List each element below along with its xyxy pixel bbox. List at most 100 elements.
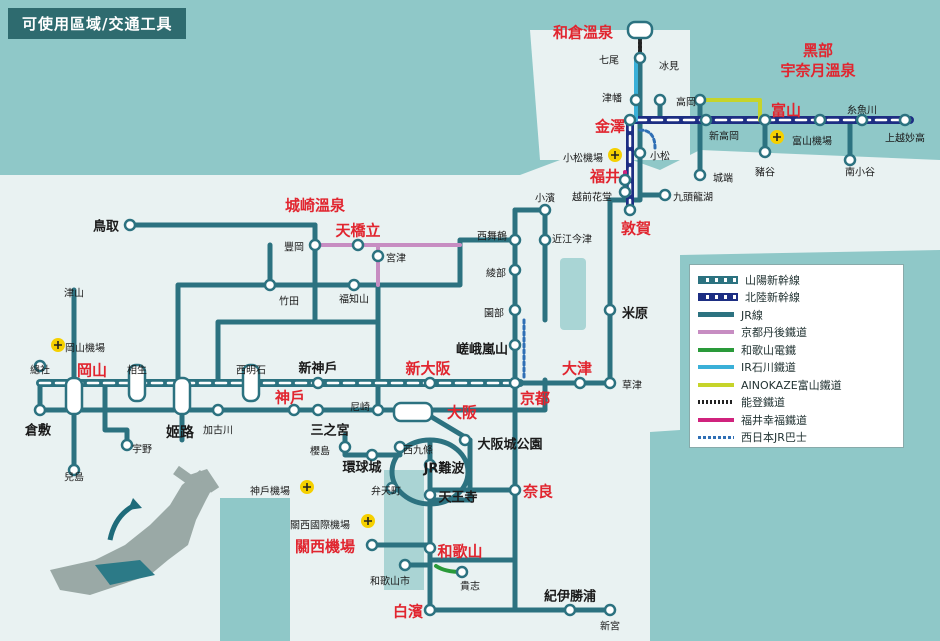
station-marker-toyooka — [308, 238, 322, 252]
station-label-nanao: 七尾 — [599, 55, 619, 67]
station-label-fukuchiyama: 福知山 — [339, 293, 369, 306]
legend-swatch-jr — [698, 312, 734, 318]
station-marker-amagasaki — [371, 403, 385, 417]
station-label-nishiakashi: 西明石 — [236, 365, 266, 377]
station-label-minamiotari: 南小谷 — [845, 166, 875, 179]
legend-item: IR石川鐵道 — [698, 359, 895, 377]
station-label-shingu: 新宮 — [600, 620, 620, 633]
station-label-wakura: 和倉溫泉 — [553, 23, 614, 41]
airport-icon-glyph-okayama — [54, 341, 62, 349]
station-label-kojima: 兒島 — [64, 471, 84, 484]
station-label-sonobe: 園部 — [484, 307, 504, 320]
station-marker-joetsumyoko — [898, 113, 912, 127]
station-marker-okayama — [64, 376, 84, 416]
station-marker-kankyo — [365, 448, 379, 462]
station-label-kanazawa: 金澤 — [594, 117, 625, 135]
legend-item: 北陸新幹線 — [698, 289, 895, 307]
station-marker-osakajo — [458, 433, 472, 447]
legend-swatch-hokuriku — [698, 293, 738, 302]
labels: 和倉溫泉七尾冰見津幡金澤高岡新高岡城端富山富山機場豬谷黑部宇奈月溫泉糸魚川上越妙… — [24, 23, 925, 632]
legend-label: JR線 — [741, 308, 763, 322]
station-label-amagasaki: 尼崎 — [350, 401, 370, 414]
station-marker-tennoji — [423, 488, 437, 502]
station-marker-tottori — [123, 218, 137, 232]
legend-item: 和歌山電鐵 — [698, 341, 895, 359]
station-marker-komatsu — [633, 146, 647, 160]
osaka-loop — [389, 437, 471, 507]
airport-icon-glyph-komatsu — [611, 151, 619, 159]
station-marker-shintakaoka — [699, 113, 713, 127]
station-marker-bentencho — [385, 481, 399, 495]
station-marker-kyoto — [508, 376, 522, 390]
station-label-wakayama: 和歌山 — [437, 542, 482, 560]
ainokaze-line — [703, 98, 762, 122]
station-label-kyoto: 京都 — [520, 389, 550, 407]
station-marker-kohama — [538, 203, 552, 217]
station-label-komatsu_airport: 小松機場 — [563, 152, 603, 165]
station-marker-shinkobe — [311, 376, 325, 390]
station-marker-tsubata — [629, 93, 643, 107]
station-marker-jrnamba — [423, 458, 437, 472]
station-marker-takaoka — [693, 93, 707, 107]
airports — [51, 130, 784, 528]
station-label-toyooka: 豐岡 — [284, 241, 304, 254]
station-label-kuzuryuko: 九頭龍湖 — [673, 191, 713, 204]
station-label-johana: 城端 — [713, 172, 733, 185]
station-marker-kakogawa — [211, 403, 225, 417]
legend-label: AINOKAZE富山鐵道 — [741, 378, 842, 392]
station-label-shirahama: 白濱 — [393, 602, 423, 620]
station-label-himi: 冰見 — [659, 60, 679, 73]
station-label-kobe: 神戶 — [275, 388, 305, 406]
station-label-nishikujo: 西九條 — [403, 444, 433, 457]
station-label-maibara: 米原 — [622, 306, 648, 322]
station-marker-sakurajima — [338, 440, 352, 454]
station-marker-kix — [365, 538, 379, 552]
station-label-tennoji: 天王寺 — [438, 490, 477, 506]
station-label-miyazu: 宮津 — [386, 252, 406, 265]
station-marker-minamiotari — [843, 153, 857, 167]
station-label-echizen: 越前花堂 — [572, 191, 612, 204]
station-marker-kurobe — [813, 113, 827, 127]
station-marker-inotani — [758, 145, 772, 159]
legend-item: 京都丹後鐵道 — [698, 324, 895, 342]
station-marker-toyama — [758, 113, 772, 127]
station-label-toyama_airport: 富山機場 — [792, 135, 832, 148]
legend-label: 西日本JR巴士 — [741, 431, 807, 445]
station-label-jrnamba: JR難波 — [423, 461, 466, 477]
station-marker-wakayamashi — [398, 558, 412, 572]
station-marker-uno — [120, 438, 134, 452]
station-marker-arashiyama — [508, 338, 522, 352]
legend-label: 山陽新幹線 — [745, 273, 800, 287]
station-marker-soja — [33, 359, 47, 373]
station-marker-himeji — [172, 376, 192, 416]
legend-swatch-sanyo — [698, 275, 738, 284]
station-marker-fukuchiyama — [347, 278, 361, 292]
station-label-inotani: 豬谷 — [755, 166, 775, 179]
station-label-komatsu: 小松 — [650, 150, 670, 163]
station-marker-himi — [653, 93, 667, 107]
station-marker-miyazu — [371, 249, 385, 263]
station-label-ayabe: 綾部 — [486, 267, 506, 280]
station-label-okayama_airport: 岡山機場 — [65, 342, 105, 355]
station-label-sakurajima: 櫻島 — [310, 445, 330, 458]
station-label-kurashiki: 倉敷 — [24, 423, 52, 439]
station-label-kakogawa: 加古川 — [203, 424, 233, 437]
station-label-kurobe: 黑部 — [803, 41, 833, 59]
station-label-itoigawa: 糸魚川 — [847, 104, 877, 117]
map-title: 可使用區域/交通工具 — [8, 8, 187, 39]
legend-swatch-hapi — [698, 417, 734, 422]
legend-swatch-ir — [698, 365, 734, 370]
station-label-okayama: 岡山 — [77, 361, 107, 379]
station-marker-omiimazu — [538, 233, 552, 247]
station-label-shinkobe: 新神戶 — [298, 361, 337, 377]
station-marker-echizen — [618, 185, 632, 199]
stations — [33, 20, 912, 617]
lake-biwa — [560, 258, 586, 330]
station-marker-ayabe — [508, 263, 522, 277]
station-marker-itoigawa — [855, 113, 869, 127]
station-label-kobe_airport: 神戶機場 — [250, 485, 290, 498]
station-marker-johana — [693, 168, 707, 182]
station-label-aioi: 相生 — [127, 364, 147, 377]
